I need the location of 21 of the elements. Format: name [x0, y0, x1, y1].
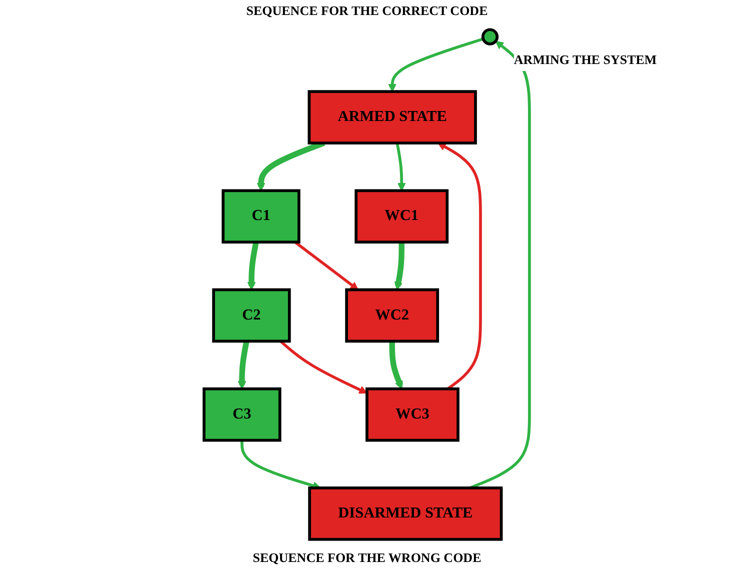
arrow [238, 340, 250, 390]
node-box: DISARMED STATE [308, 486, 503, 541]
node-box: C2 [212, 288, 292, 343]
arrow [388, 38, 484, 92]
node-box: WC2 [345, 288, 440, 343]
sequence-note: SEQUENCE FOR THE WRONG CODE [252, 550, 482, 566]
node-box: C1 [222, 189, 301, 244]
arrow [438, 142, 482, 390]
sequence-note: SEQUENCE FOR THE CORRECT CODE [246, 3, 488, 19]
arrow [394, 242, 405, 290]
arrow [389, 341, 404, 390]
node-box: C3 [202, 387, 282, 442]
arrow [396, 142, 406, 192]
node-circle [482, 28, 499, 46]
node-box: WC1 [354, 189, 449, 244]
node-box: ARMED STATE [308, 90, 478, 144]
arrow [248, 242, 260, 290]
arrow [280, 340, 368, 394]
arrow [294, 240, 359, 290]
node-caption: ARMING THE SYSTEM [514, 52, 657, 68]
node-box: WC3 [366, 387, 460, 442]
